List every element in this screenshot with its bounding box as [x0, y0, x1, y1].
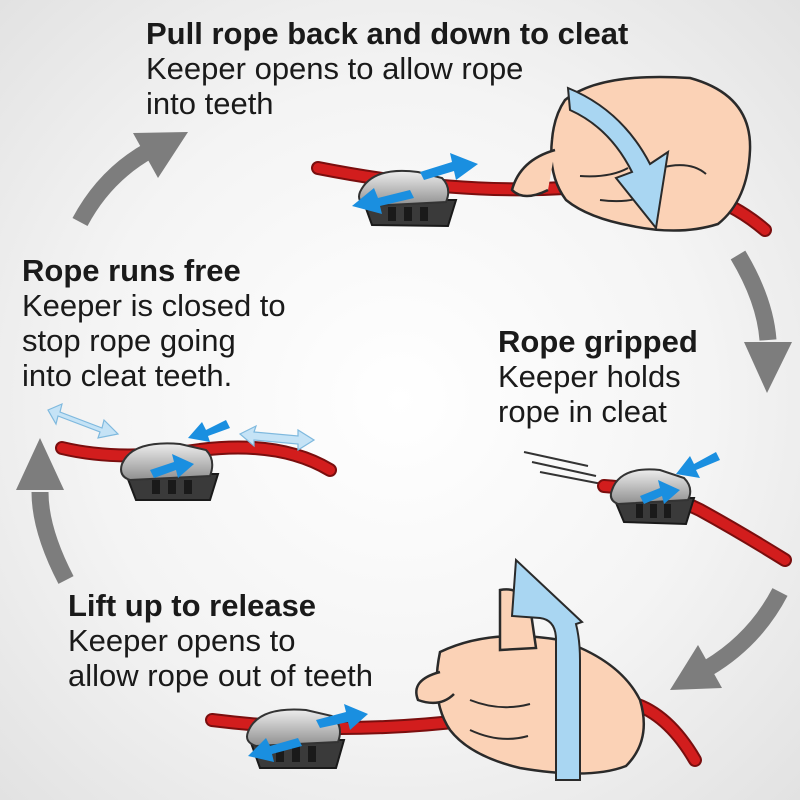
- motion-arrow-left-keeper: [150, 454, 194, 478]
- caption-gripped: Rope gripped Keeper holds rope in cleat: [498, 324, 698, 429]
- caption-pull: Pull rope back and down to cleat Keeper …: [146, 16, 628, 121]
- caption-free-body: Keeper is closed to stop rope going into…: [22, 288, 286, 393]
- hand-arrow-bottom: [510, 557, 584, 781]
- caption-gripped-title: Rope gripped: [498, 324, 698, 359]
- motion-arrow-right-press: [676, 452, 720, 478]
- double-arrow-left-a: [47, 402, 120, 439]
- cycle-arrow-right-top: [730, 250, 792, 393]
- caption-free: Rope runs free Keeper is closed to stop …: [22, 253, 286, 393]
- motion-arrow-bottom-lower: [248, 738, 302, 762]
- caption-pull-body: Keeper opens to allow rope into teeth: [146, 51, 524, 121]
- cycle-arrow-left-top: [72, 132, 188, 227]
- caption-pull-title: Pull rope back and down to cleat: [146, 16, 629, 51]
- motion-arrow-top-lower: [352, 188, 414, 214]
- caption-gripped-body: Keeper holds rope in cleat: [498, 359, 681, 429]
- double-arrow-left-b: [238, 424, 316, 452]
- cleat-left: [120, 442, 220, 501]
- motion-arrow-top-upper: [420, 153, 478, 180]
- motion-arrow-bottom-upper: [316, 704, 368, 730]
- caption-release: Lift up to release Keeper opens to allow…: [68, 588, 373, 693]
- hand-arrow-top: [566, 86, 670, 231]
- cycle-arrow-right-bottom: [670, 587, 788, 690]
- cycle-arrow-left-bottom: [16, 438, 74, 584]
- hand-bottom: [415, 588, 646, 775]
- caption-release-title: Lift up to release: [68, 588, 317, 623]
- caption-free-title: Rope runs free: [22, 253, 241, 288]
- speed-lines: [523, 451, 603, 485]
- caption-release-body: Keeper opens to allow rope out of teeth: [68, 623, 374, 693]
- motion-arrow-left-press: [188, 420, 230, 442]
- motion-arrow-right-keeper: [640, 480, 680, 504]
